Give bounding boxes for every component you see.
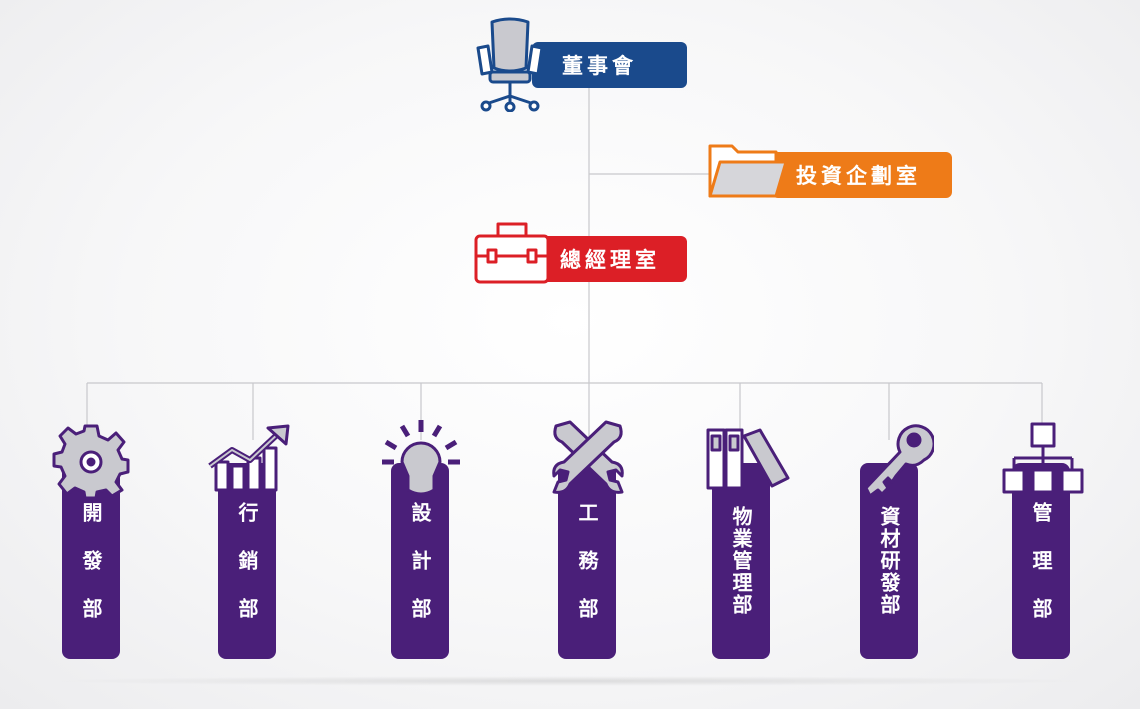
department-label: 管理部 bbox=[1029, 502, 1053, 646]
department-materials-rd: 資材研發部 bbox=[860, 463, 918, 659]
department-administration: 管理部 bbox=[1012, 463, 1070, 659]
department-marketing: 行銷部 bbox=[218, 463, 276, 659]
folder-icon bbox=[708, 144, 788, 198]
department-label: 設計部 bbox=[408, 502, 432, 646]
office-chair-icon bbox=[476, 17, 544, 112]
department-label: 工務部 bbox=[575, 502, 599, 646]
binders-icon bbox=[706, 428, 790, 490]
gm-label: 總經理室 bbox=[560, 248, 660, 272]
department-label: 資材研發部 bbox=[877, 506, 901, 616]
investment-box: 投資企劃室 bbox=[772, 152, 952, 198]
department-design: 設計部 bbox=[391, 463, 449, 659]
department-label: 行銷部 bbox=[235, 502, 259, 646]
key-icon bbox=[864, 424, 934, 498]
department-property-management: 物業管理部 bbox=[712, 463, 770, 659]
rising-chart-icon bbox=[208, 424, 290, 492]
board-label: 董事會 bbox=[562, 54, 637, 78]
department-label: 物業管理部 bbox=[729, 506, 753, 616]
investment-label: 投資企劃室 bbox=[796, 164, 921, 188]
wrench-icon bbox=[552, 420, 624, 494]
gear-icon bbox=[52, 424, 130, 498]
department-engineering: 工務部 bbox=[558, 463, 616, 659]
department-label: 開發部 bbox=[79, 502, 103, 646]
lightbulb-icon bbox=[382, 420, 460, 496]
floor-shadow bbox=[40, 676, 1100, 686]
hierarchy-icon bbox=[1002, 422, 1084, 494]
toolbox-icon bbox=[474, 222, 550, 284]
board-box: 董事會 bbox=[532, 42, 687, 88]
gm-box: 總經理室 bbox=[536, 236, 687, 282]
